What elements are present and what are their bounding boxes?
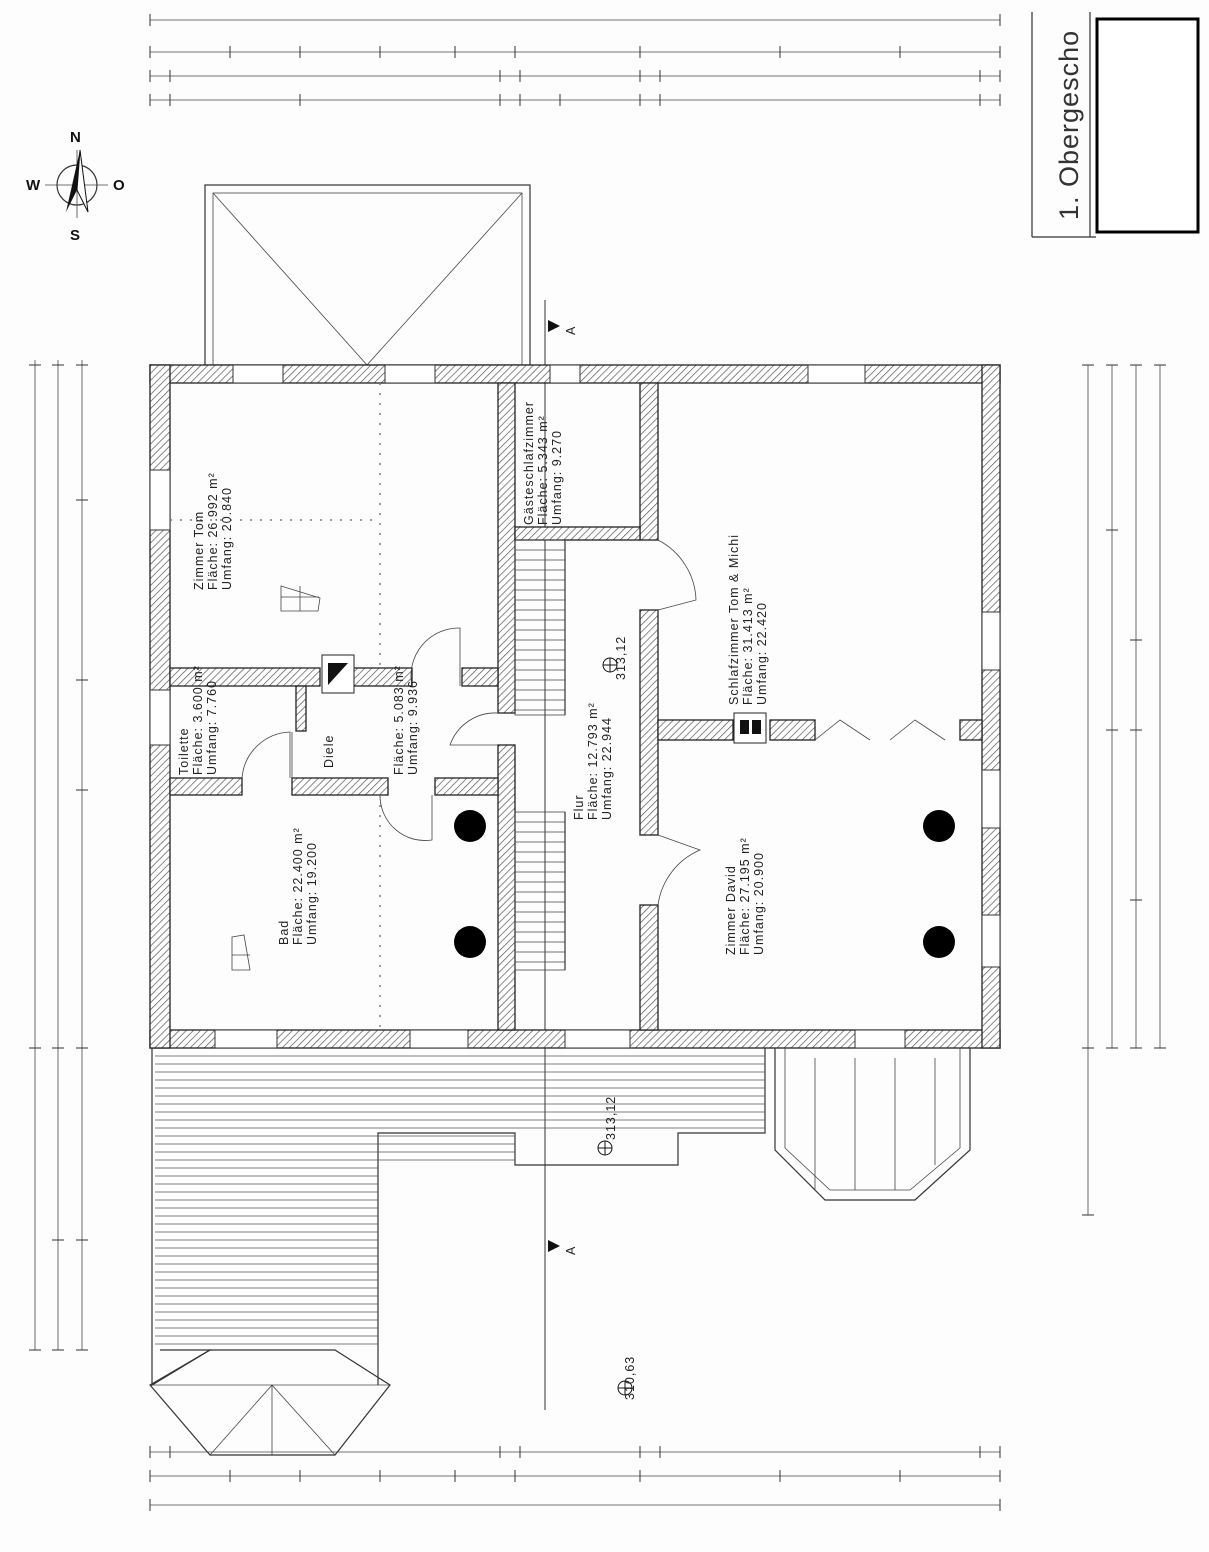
dimension-lines [29, 14, 1166, 1511]
columns [454, 810, 955, 958]
section-label-top: A [564, 326, 578, 335]
room-area: Fläche: 5.083 m² [392, 665, 406, 775]
room-name: Diele [322, 735, 336, 769]
balcony [204, 184, 531, 366]
elevation-label: 313,12 [604, 1096, 618, 1140]
elevation-markers: 313,12 313,12 310,63 [597, 636, 637, 1400]
room-area: Fläche: 26.992 m² [206, 472, 220, 590]
room-label-flur: Flur Fläche: 12.793 m² Umfang: 22.944 [572, 702, 614, 820]
room-name: Gästeschlafzimmer [522, 401, 536, 525]
compass-east: O [113, 177, 125, 194]
room-name: Bad [277, 920, 291, 945]
room-perimeter: Umfang: 22.420 [755, 602, 769, 705]
compass-icon: N S W O [26, 129, 125, 244]
room-name: Toilette [177, 727, 191, 775]
room-label-zimmer-david: Zimmer David Fläche: 27.195 m² Umfang: 2… [724, 837, 766, 955]
room-name: Zimmer David [724, 865, 738, 955]
section-line-a: A A [544, 300, 578, 1410]
window-symbol [231, 585, 321, 971]
doors [241, 539, 946, 906]
interior-walls [169, 382, 983, 1031]
room-perimeter: Umfang: 9.936 [406, 680, 420, 775]
title-block: 1. Obergescho [1031, 12, 1200, 238]
exterior-walls [149, 364, 1001, 1049]
elevation-label: 310,63 [623, 1356, 637, 1400]
title-info-box [1095, 17, 1200, 234]
room-area: Fläche: 27.195 m² [738, 837, 752, 955]
elevation-label: 313,12 [614, 636, 628, 680]
section-label-bottom: A [564, 1246, 578, 1255]
room-area: Fläche: 12.793 m² [586, 702, 600, 820]
room-perimeter: Umfang: 22.944 [600, 717, 614, 820]
room-name: Zimmer Tom [192, 511, 206, 590]
staircase [514, 539, 566, 971]
compass-north: N [70, 129, 81, 146]
room-area: Fläche: 31.413 m² [741, 587, 755, 705]
room-label-schlafzimmer: Schlafzimmer Tom & Michi Fläche: 31.413 … [727, 534, 769, 705]
room-label-zimmer-tom: Zimmer Tom Fläche: 26.992 m² Umfang: 20.… [192, 472, 234, 590]
room-label-toilette: Toilette Fläche: 3.600 m² Umfang: 7.760 [177, 665, 219, 775]
room-label-diele: Diele Fläche: 5.083 m² Umfang: 9.936 [322, 665, 420, 775]
room-perimeter: Umfang: 7.760 [205, 680, 219, 775]
room-perimeter: Umfang: 19.200 [305, 842, 319, 945]
room-name: Schlafzimmer Tom & Michi [727, 534, 741, 705]
room-area: Fläche: 22.400 m² [291, 827, 305, 945]
room-name: Flur [572, 794, 586, 820]
room-perimeter: Umfang: 9.270 [550, 430, 564, 525]
room-perimeter: Umfang: 20.840 [220, 487, 234, 590]
room-area: Fläche: 3.600 m² [191, 665, 205, 775]
room-perimeter: Umfang: 20.900 [752, 852, 766, 955]
floor-title: 1. Obergescho [1054, 30, 1084, 220]
terrace [149, 1048, 971, 1456]
room-area: Fläche: 5.343 m² [536, 415, 550, 525]
compass-west: W [26, 177, 41, 194]
room-label-bad: Bad Fläche: 22.400 m² Umfang: 19.200 [277, 827, 319, 945]
chimney-icon [733, 712, 767, 744]
compass-south: S [70, 227, 80, 244]
room-label-gaesteschlafzimmer: Gästeschlafzimmer Fläche: 5.343 m² Umfan… [522, 401, 564, 525]
